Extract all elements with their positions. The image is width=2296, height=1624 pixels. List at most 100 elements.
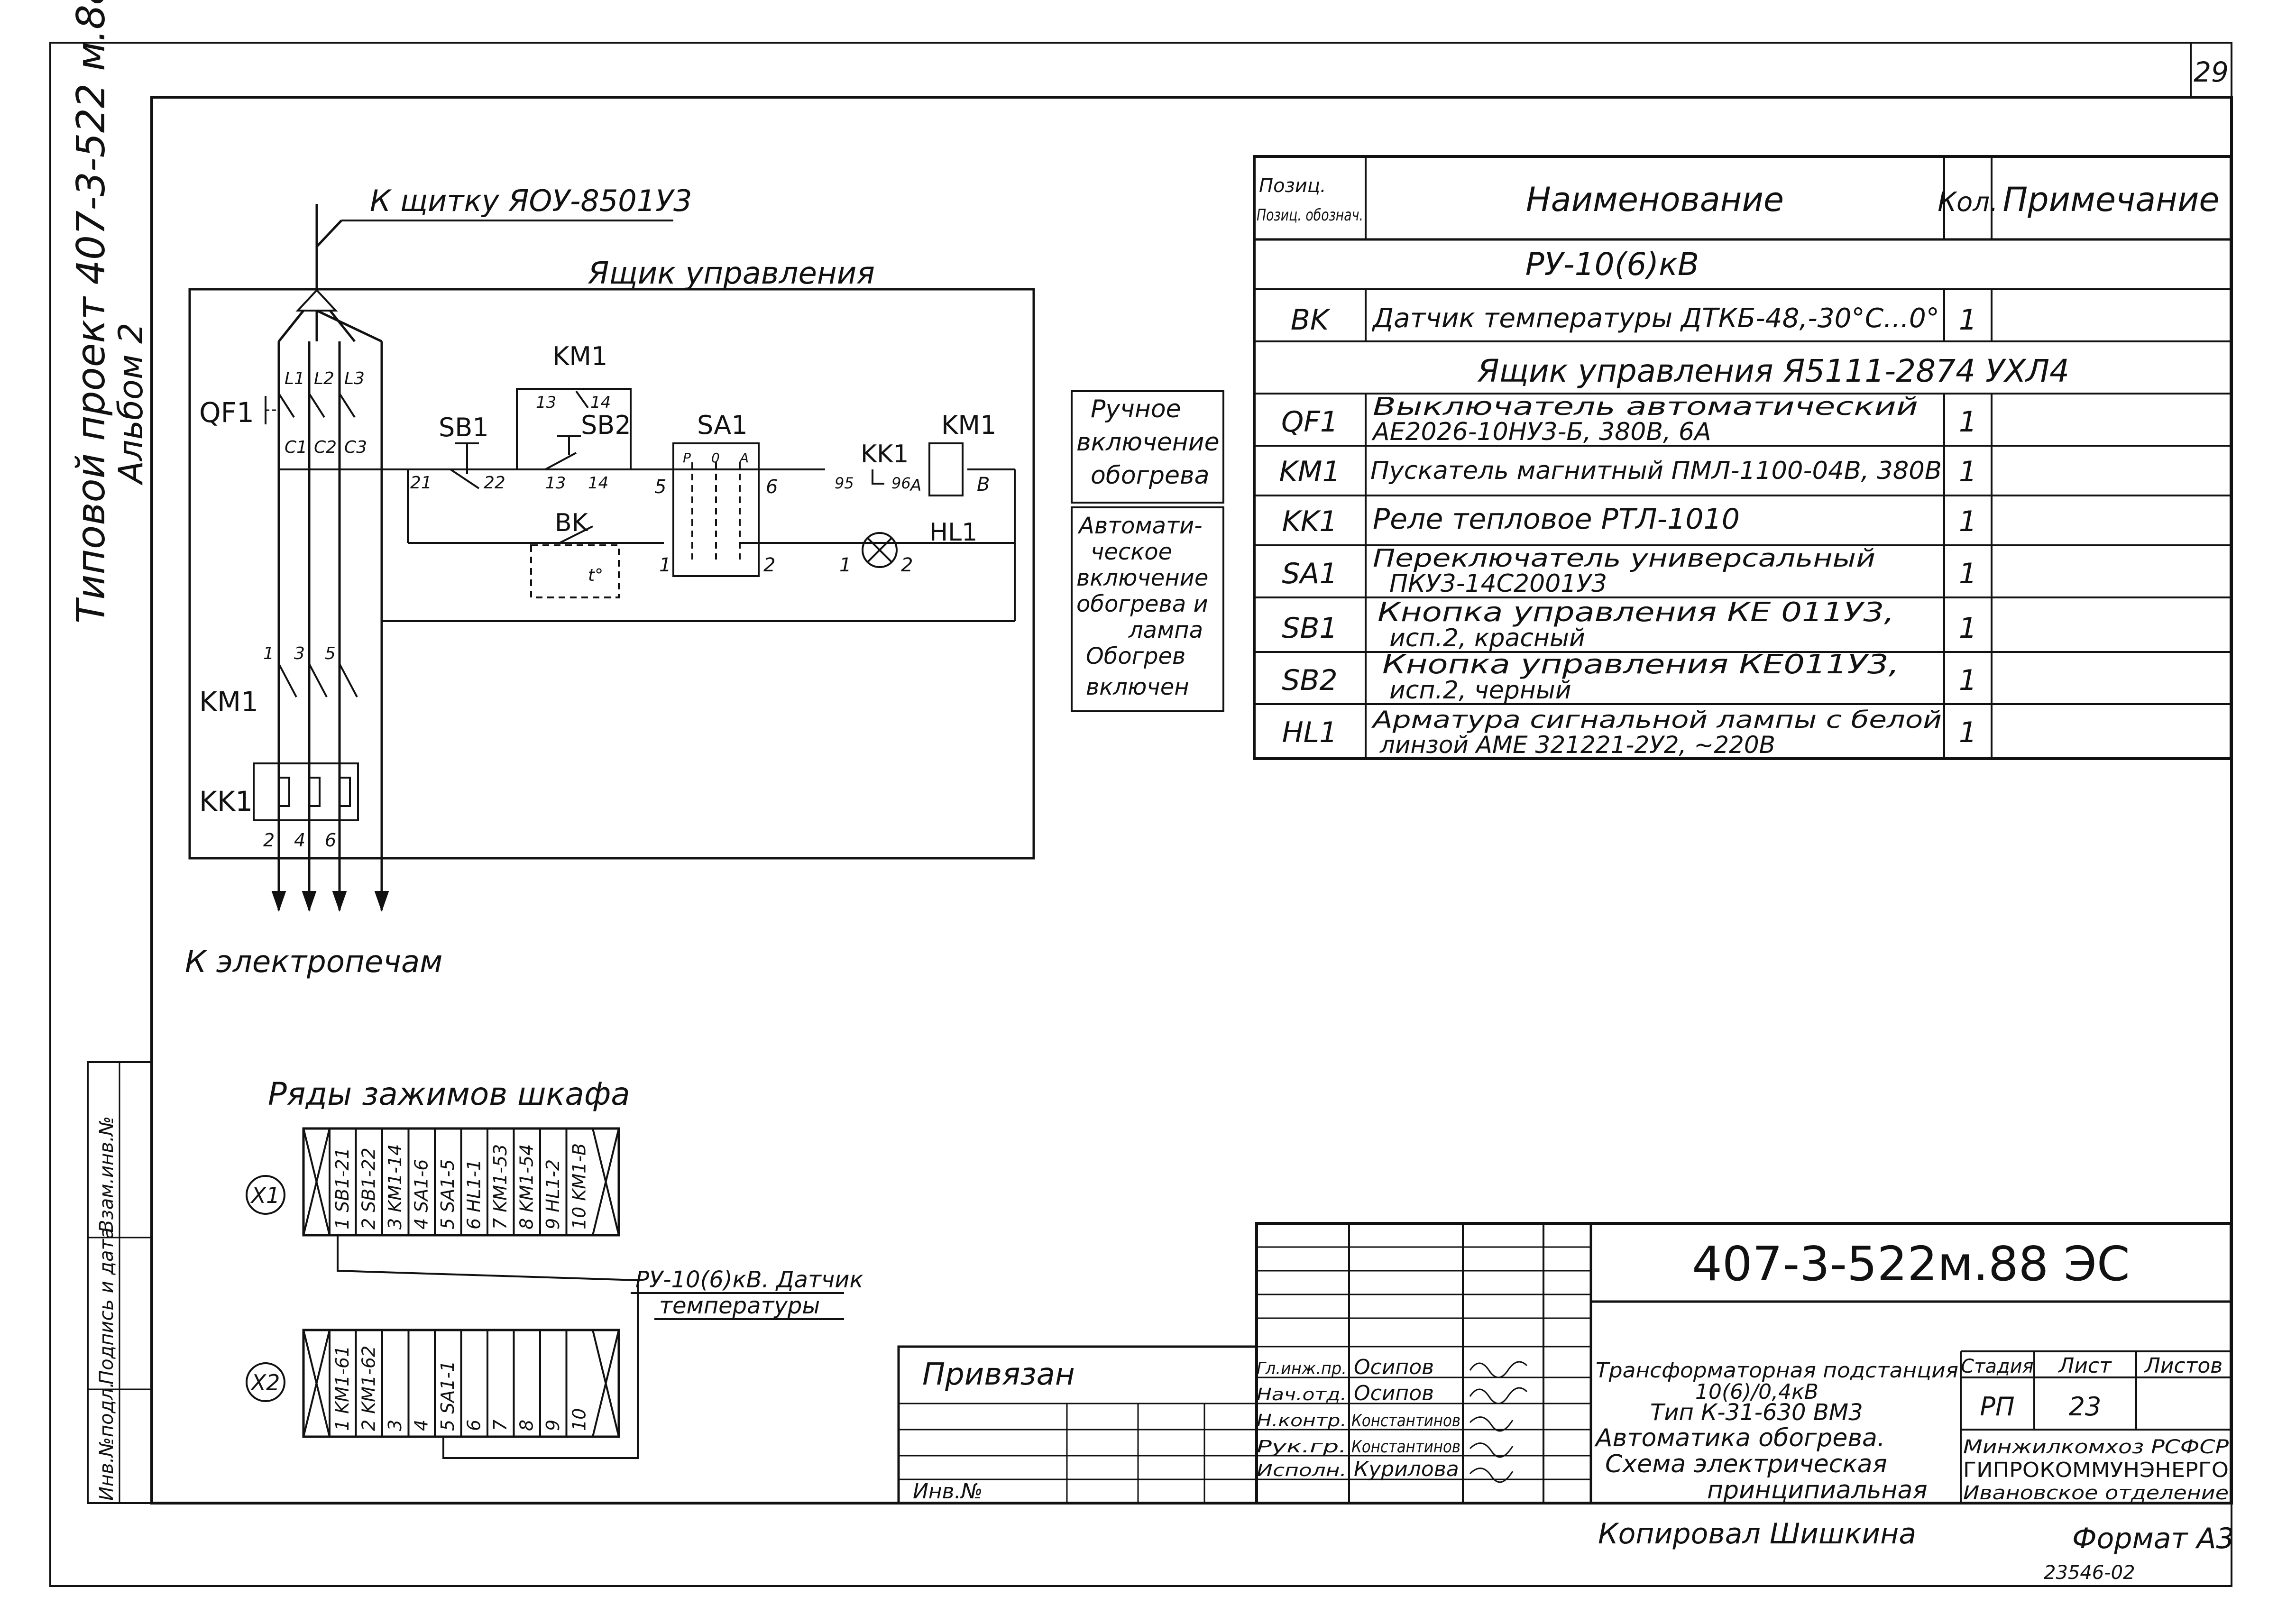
row-name: Датчик температуры ДТКБ-48,-30°С...0° <box>1371 303 1939 334</box>
hdr-name: Наименование <box>1526 180 1784 219</box>
x1-label: X1 <box>250 1183 280 1208</box>
row-pos: SB2 <box>1282 664 1337 697</box>
row-pos: KM1 <box>1279 455 1340 488</box>
load-label: К электропечам <box>185 945 442 980</box>
row-qty: 1 <box>1959 505 1977 538</box>
sb2-label: SB2 <box>581 410 631 440</box>
row-name: Пускатель магнитный ПМЛ-1100-04В, 380В <box>1370 457 1942 485</box>
kk1-relay-label: KK1 <box>199 785 253 817</box>
role-3: Н.контр. <box>1257 1411 1347 1431</box>
sheet-title-1: Автоматика обогрева. <box>1594 1424 1885 1452</box>
row-qty: 1 <box>1959 557 1977 590</box>
name-2: Осипов <box>1354 1381 1434 1405</box>
km1-coil <box>928 442 964 496</box>
qf1-label: QF1 <box>199 396 254 429</box>
pin-hl1-1: 1 <box>839 554 851 576</box>
copied-by: Копировал Шишкина <box>1598 1517 1916 1551</box>
row-pos: KK1 <box>1282 505 1338 538</box>
pin-sb2-14: 14 <box>588 474 608 493</box>
mode-auto-4: обогрева и <box>1076 591 1208 617</box>
org-2: ГИПРОКОММУНЭНЕРГО <box>1963 1458 2229 1482</box>
pin-km1-3: 3 <box>294 644 305 663</box>
terminal-cell: 8 KM1-54 <box>516 1144 537 1229</box>
pin-sa1-1: 1 <box>659 554 671 576</box>
doc-code: 407-3-522м.88 ЭС <box>1692 1236 2130 1292</box>
privyazan-label: Привязан <box>922 1357 1075 1392</box>
pin-sa1-r: P <box>683 450 691 466</box>
terminal-cell: 7 <box>490 1420 511 1431</box>
km1-contacts-label: KM1 <box>199 686 258 718</box>
pin-c1: C1 <box>285 438 307 457</box>
pin-kk1-6: 6 <box>325 830 336 851</box>
project-title-1: Трансформаторная подстанция <box>1596 1358 1958 1383</box>
x2-marker <box>246 1362 285 1402</box>
x2-label: X2 <box>250 1370 280 1395</box>
row-name: Выключатель автоматический <box>1373 393 1918 421</box>
side-sign-date: Подпись и дата <box>96 1228 118 1385</box>
hl1-label: HL1 <box>929 518 977 547</box>
row-pos: HL1 <box>1282 716 1338 749</box>
terminal-cell: 3 KM1-14 <box>385 1144 405 1229</box>
sb1-label: SB1 <box>439 413 489 442</box>
terminals-title: Ряды зажимов шкафа <box>268 1076 630 1112</box>
terminal-cell: 4 SA1-6 <box>411 1159 432 1229</box>
stage-value: РП <box>1980 1392 2014 1422</box>
row-name: Переключатель универсальный <box>1373 544 1875 573</box>
pin-sa1-0: 0 <box>711 450 720 466</box>
title-block: Привязан Инв.№ Гл.инж.пр. Нач.отд. Н.кон… <box>897 1222 2234 1584</box>
project-title-3: Тип К-31-630 ВМ3 <box>1650 1399 1863 1426</box>
pin-km1-13a: 13 <box>536 393 556 412</box>
row-pos: SA1 <box>1282 557 1337 590</box>
terminal-cell: 3 <box>385 1420 405 1431</box>
pin-c2: C2 <box>314 438 337 457</box>
signature <box>1469 1361 1528 1483</box>
pin-kk1-95: 95 <box>835 474 854 492</box>
row-name: АЕ2026-10НУ3-Б, 380В, 6А <box>1371 418 1711 446</box>
terminal-cell: 6 HL1-1 <box>464 1159 485 1229</box>
bk-temp: t° <box>588 566 603 585</box>
pin-sb1-21: 21 <box>410 473 432 493</box>
pin-l3: L3 <box>344 369 365 388</box>
mode-manual-2: включение <box>1076 428 1220 457</box>
row-qty: 1 <box>1959 455 1977 488</box>
mode-auto-3: включение <box>1076 565 1208 591</box>
bk-label: BK <box>555 509 589 537</box>
pin-sa1-2: 2 <box>763 554 775 576</box>
pin-km1-14a: 14 <box>590 393 611 412</box>
terminal-cell: 2 KM1-62 <box>358 1346 379 1431</box>
mode-manual-1: Ручное <box>1091 395 1181 423</box>
control-box <box>188 288 1035 860</box>
terminal-cell: 1 SB1-21 <box>332 1147 353 1229</box>
side-titles: Типовой проект 407-3-522 м.88 Альбом 2 В… <box>69 0 153 1504</box>
spec-table: Позиц. Позиц. обознач. Наименование Кол.… <box>1253 155 2232 760</box>
sheet-title-3: принципиальная <box>1707 1476 1928 1505</box>
pin-km1-1: 1 <box>263 644 274 663</box>
org-3: Ивановское отделение <box>1963 1482 2229 1504</box>
role-1: Гл.инж.пр. <box>1257 1359 1347 1378</box>
row-name: Кнопка управления КЕ 011У3, <box>1378 597 1894 628</box>
name-1: Осипов <box>1354 1355 1434 1379</box>
org-1: Минжилкомхоз РСФСР <box>1963 1436 2229 1458</box>
terminal-cell: 5 SA1-5 <box>437 1159 458 1229</box>
side-inv-replace: Взам.инв.№ <box>96 1116 118 1233</box>
terminal-cell: 7 KM1-53 <box>490 1144 511 1229</box>
row-name: ПКУ3-14С2001У3 <box>1389 569 1607 598</box>
pin-km1-b: B <box>977 474 990 495</box>
pin-sa1-a: A <box>739 450 749 466</box>
sheet-header: Лист <box>2057 1354 2112 1378</box>
role-4: Рук.гр. <box>1257 1437 1347 1457</box>
row-name: Реле тепловое РТЛ-1010 <box>1373 503 1740 536</box>
terminal-cell: 5 SA1-1 <box>437 1361 458 1431</box>
row-name: исп.2, красный <box>1389 624 1585 652</box>
pin-l2: L2 <box>314 369 334 388</box>
terminal-cell: 9 HL1-2 <box>542 1159 563 1229</box>
side-project-title: Типовой проект 407-3-522 м.88 <box>69 0 114 624</box>
schematic: К щитку ЯОУ-8501У3 Ящик управления QF1 L… <box>185 184 1224 980</box>
km1-coil-label: KM1 <box>941 410 996 440</box>
box-title: Ящик управления <box>588 256 875 291</box>
stage-header: Стадия <box>1961 1356 2033 1377</box>
sheets-header: Листов <box>2144 1354 2223 1378</box>
terminal-cell: 10 KM1-B <box>569 1143 590 1229</box>
